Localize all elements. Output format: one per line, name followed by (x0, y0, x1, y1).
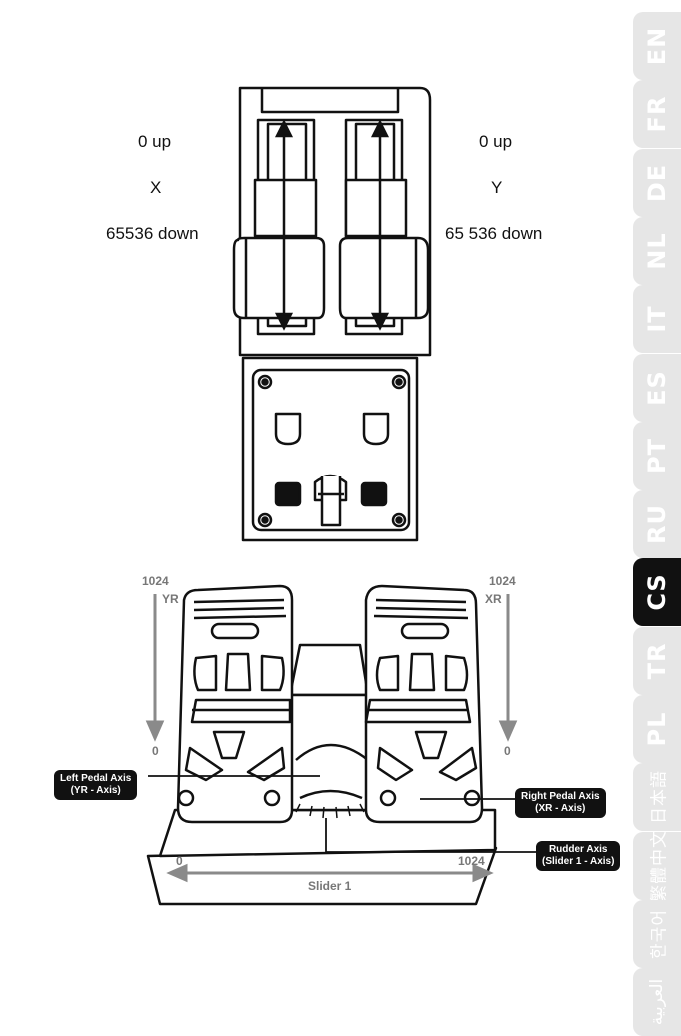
left-pedal-callout: Left Pedal Axis (YR - Axis) (54, 770, 137, 800)
language-tab-12[interactable]: 繁體中文 (633, 832, 681, 900)
language-tab-0[interactable]: EN (633, 12, 681, 80)
xr-axis-label: XR (485, 592, 502, 606)
xr-min-label: 0 (504, 744, 511, 758)
yr-axis-label: YR (162, 592, 179, 606)
language-tab-3[interactable]: NL (633, 217, 681, 285)
left-down-label: 65536 down (106, 224, 199, 244)
slider-max-label: 1024 (458, 854, 485, 868)
language-tab-10[interactable]: PL (633, 695, 681, 763)
rudder-callout: Rudder Axis (Slider 1 - Axis) (536, 841, 620, 871)
language-tab-label: العربية (647, 979, 667, 1025)
slider-min-label: 0 (176, 854, 183, 868)
language-tab-9[interactable]: TR (633, 627, 681, 695)
right-up-label: 0 up (479, 132, 512, 152)
left-pedal-callout-axis: (YR - Axis) (60, 785, 131, 797)
left-up-label: 0 up (138, 132, 171, 152)
right-down-label: 65 536 down (445, 224, 542, 244)
throttle-illustration: 0 up X 65536 down 0 up Y 65 536 down (0, 0, 620, 550)
pedals-drawing (0, 560, 620, 920)
language-tab-label: 繁體中文 (645, 830, 670, 902)
language-tab-2[interactable]: DE (633, 149, 681, 217)
right-pedal-callout-title: Right Pedal Axis (521, 791, 600, 803)
language-tab-7[interactable]: RU (633, 490, 681, 558)
rudder-callout-axis: (Slider 1 - Axis) (542, 856, 614, 868)
language-tab-label: 한국어 (645, 909, 670, 959)
language-tab-5[interactable]: ES (633, 354, 681, 422)
language-tab-label: TR (643, 642, 671, 679)
language-tab-label: EN (643, 27, 671, 65)
pedals-illustration: 1024 YR 0 1024 XR 0 0 1024 Slider 1 Left… (0, 560, 620, 920)
yr-max-label: 1024 (142, 574, 169, 588)
language-tab-14[interactable]: العربية (633, 968, 681, 1036)
language-tab-1[interactable]: FR (633, 80, 681, 148)
language-tab-13[interactable]: 한국어 (633, 900, 681, 968)
right-pedal-callout-axis: (XR - Axis) (521, 803, 600, 815)
right-axis-label: Y (491, 178, 502, 198)
language-tab-label: CS (643, 574, 671, 611)
yr-min-label: 0 (152, 744, 159, 758)
language-tab-label: NL (643, 232, 671, 269)
language-tab-label: ES (643, 370, 671, 406)
language-tab-label: FR (643, 96, 671, 133)
rudder-callout-title: Rudder Axis (542, 844, 614, 856)
xr-max-label: 1024 (489, 574, 516, 588)
throttle-drawing (0, 0, 620, 550)
left-pedal-callout-title: Left Pedal Axis (60, 773, 131, 785)
language-tab-8[interactable]: CS (633, 558, 681, 626)
language-tab-label: 日本語 (645, 770, 670, 824)
slider-axis-label: Slider 1 (308, 879, 351, 893)
language-tab-label: RU (643, 504, 671, 544)
right-pedal-callout: Right Pedal Axis (XR - Axis) (515, 788, 606, 818)
language-tab-4[interactable]: IT (633, 285, 681, 353)
language-tab-label: IT (643, 306, 671, 333)
language-tab-label: DE (643, 163, 671, 201)
language-tab-label: PL (643, 712, 671, 747)
language-tab-11[interactable]: 日本語 (633, 763, 681, 831)
left-axis-label: X (150, 178, 161, 198)
language-tab-6[interactable]: PT (633, 422, 681, 490)
language-tab-label: PT (643, 438, 671, 474)
